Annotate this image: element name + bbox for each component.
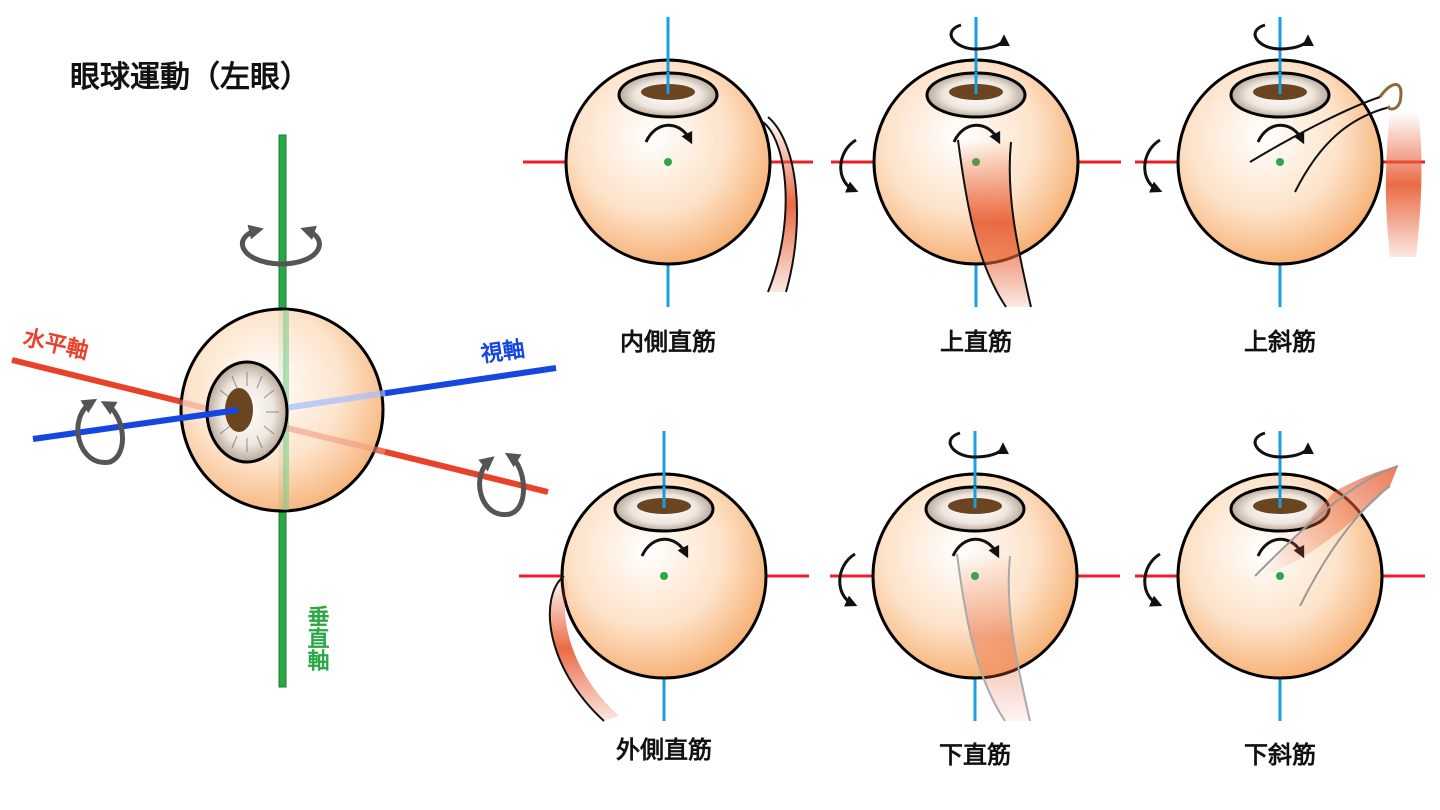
muscle-shape: [762, 116, 798, 293]
muscle-label: 上直筋: [940, 328, 1012, 356]
rotation-arrow-icon: [1143, 552, 1163, 607]
rotation-arrow-icon: [952, 123, 1001, 145]
muscle-label: 下直筋: [939, 741, 1011, 769]
muscle-label: 上斜筋: [1244, 328, 1316, 356]
rotation-arrow-icon: [1143, 138, 1163, 193]
left-eye-3d: 水平軸 視軸 垂直軸: [11, 134, 557, 688]
pupil: [225, 388, 253, 432]
rotation-arrow-icon: [644, 123, 693, 145]
rotation-arrow-icon: [1253, 23, 1314, 51]
page-title: 眼球運動（左眼）: [70, 60, 310, 95]
rotation-arrow-icon: [951, 537, 1000, 559]
muscle-panel-5: 下直筋: [830, 431, 1120, 769]
rotation-arrow-icon: [839, 138, 859, 193]
rotation-arrow-icon: [838, 552, 858, 607]
muscle-panel-1: 内側直筋: [523, 17, 813, 356]
center-dot: [1276, 572, 1284, 580]
visual-axis-line-front: [32, 407, 239, 442]
rotation-arrow-icon: [1253, 431, 1314, 459]
muscle-shape: [548, 575, 619, 722]
muscle-shape: [1249, 83, 1422, 257]
center-dot: [664, 158, 672, 166]
rotation-arrow-icon: [948, 431, 1009, 459]
muscle-label: 下斜筋: [1244, 741, 1316, 769]
muscle-label: 外側直筋: [616, 736, 712, 764]
muscle-shape: [957, 139, 1032, 308]
center-dot: [660, 572, 668, 580]
horizontal-axis-label: 水平軸: [21, 325, 91, 365]
muscle-label: 内側直筋: [620, 328, 716, 356]
muscle-shape: [1254, 465, 1399, 607]
rotation-arrow-icon: [75, 224, 526, 517]
muscle-panel-3: 上斜筋: [1135, 17, 1425, 356]
rotation-arrow-icon: [640, 537, 689, 559]
muscle-panel-4: 外側直筋: [519, 431, 809, 764]
muscle-panel-6: 下斜筋: [1135, 431, 1425, 769]
muscle-shape: [956, 553, 1031, 722]
vertical-axis-label: 垂直軸: [304, 605, 330, 672]
muscle-panel-2: 上直筋: [831, 17, 1121, 356]
center-dot: [1276, 158, 1284, 166]
visual-axis-label: 視軸: [479, 336, 526, 368]
rotation-arrow-icon: [949, 23, 1010, 51]
